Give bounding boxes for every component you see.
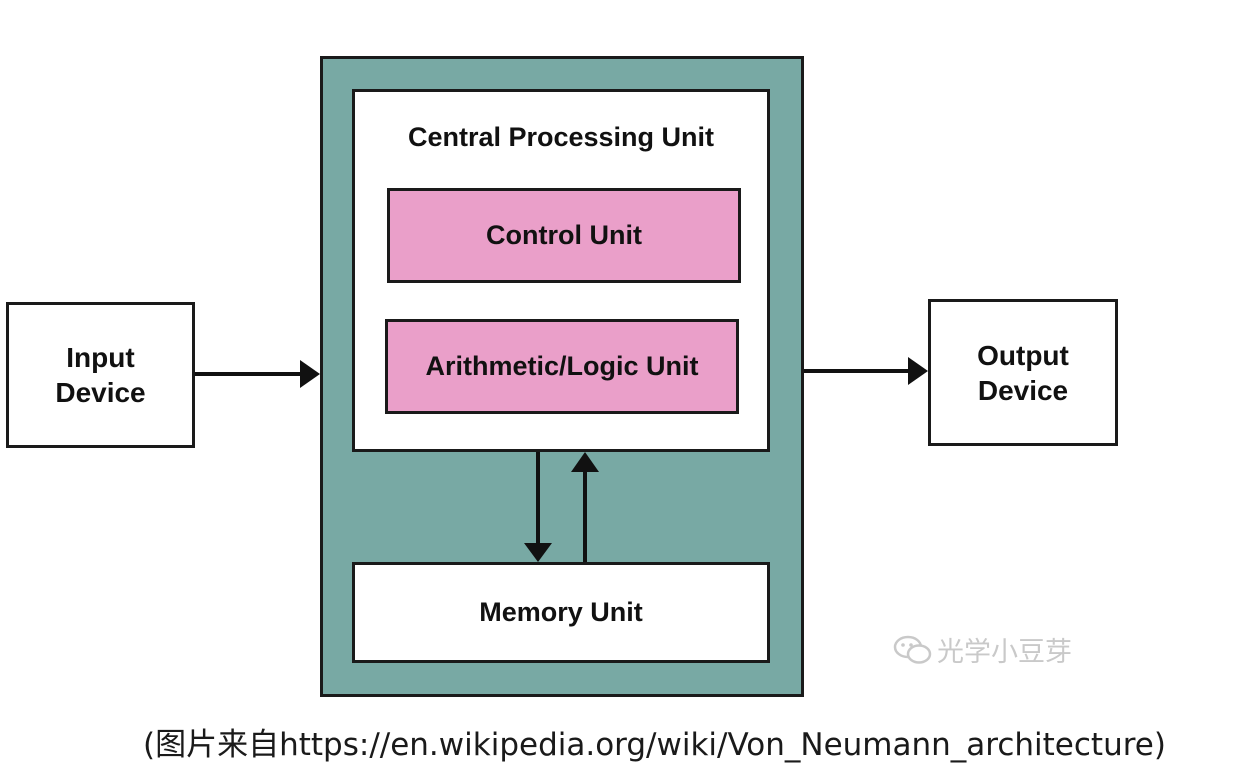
memory-unit-box: Memory Unit: [352, 562, 770, 663]
control-unit-box: Control Unit: [387, 188, 741, 283]
input-device-box: Input Device: [6, 302, 195, 448]
memory-unit-label: Memory Unit: [479, 597, 643, 627]
image-source-caption: (图片来自https://en.wikipedia.org/wiki/Von_N…: [143, 727, 1166, 763]
watermark: 光学小豆芽: [893, 630, 1072, 669]
watermark-text: 光学小豆芽: [937, 637, 1072, 668]
cpu-title: Central Processing Unit: [407, 122, 715, 152]
wechat-icon: [893, 635, 932, 664]
cpu-to-memory-arrow: [524, 452, 552, 562]
output-device-label-line2: Device: [977, 374, 1069, 406]
cpu-to-output-arrow: [804, 357, 928, 385]
input-device-label-line1: Input: [66, 342, 135, 373]
output-device-label-line1: Output: [977, 339, 1069, 371]
output-device-box: Output Device: [928, 299, 1118, 446]
alu-box: Arithmetic/Logic Unit: [385, 319, 739, 414]
input-to-cpu-arrow: [195, 360, 320, 388]
alu-label: Arithmetic/Logic Unit: [425, 351, 699, 381]
input-device-label-line2: Device: [55, 377, 146, 408]
control-unit-label: Control Unit: [486, 220, 642, 250]
memory-to-cpu-arrow: [571, 452, 599, 562]
